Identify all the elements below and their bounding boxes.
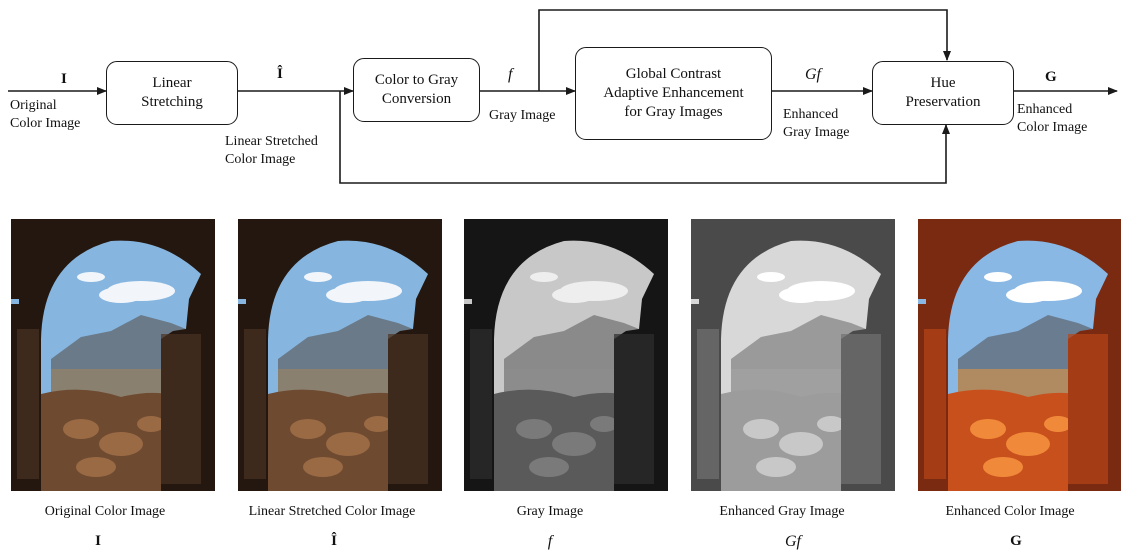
- caption-gray: Gray Image: [516, 504, 584, 519]
- arch-photo: [918, 219, 1121, 491]
- output-label-line: Enhanced: [1017, 102, 1073, 117]
- block-text: Global Contrast: [625, 66, 722, 82]
- output-label: Enhanced Color Image: [1017, 101, 1087, 137]
- output-symbol: G: [1045, 69, 1057, 85]
- example-image-original: [11, 219, 215, 491]
- symbol-gray: f: [547, 533, 553, 550]
- example-image-enhanced-gray: [691, 219, 895, 491]
- input-label: Original Color Image: [10, 97, 80, 133]
- enhanced-gray-label: Enhanced Gray Image: [783, 106, 849, 142]
- enhanced-gray-label-line: Gray Image: [783, 125, 850, 140]
- example-image-enhanced-color: [918, 219, 1121, 491]
- flow-diagram: Linear Stretching Color to Gray Conversi…: [0, 0, 1121, 200]
- block-text: Hue: [930, 75, 956, 91]
- gray-label: Gray Image: [489, 108, 556, 123]
- block-text: Linear: [152, 75, 192, 91]
- caption-stretched: Linear Stretched Color Image: [248, 504, 416, 519]
- example-image-stretched: [238, 219, 442, 491]
- arch-photo: [11, 219, 215, 491]
- example-image-gray: [464, 219, 668, 491]
- input-label-line: Color Image: [10, 116, 81, 131]
- block-text: Adaptive Enhancement: [603, 85, 744, 101]
- hue-preservation-block: Hue Preservation: [872, 61, 1014, 125]
- enhanced-gray-symbol: Gf: [805, 66, 821, 84]
- symbol-stretched: Î: [331, 533, 337, 549]
- caption-original: Original Color Image: [44, 504, 166, 519]
- stretched-symbol: Î: [277, 66, 283, 82]
- color-to-gray-block: Color to Gray Conversion: [353, 58, 480, 122]
- arrow-gray-feedforward: [538, 9, 951, 91]
- block-text: Stretching: [141, 94, 203, 110]
- caption-enhanced-color: Enhanced Color Image: [945, 504, 1075, 519]
- arch-photo: [691, 219, 895, 491]
- arch-photo: [238, 219, 442, 491]
- block-text: Conversion: [381, 91, 452, 107]
- stretched-label-line: Color Image: [225, 152, 296, 167]
- linear-stretching-block: Linear Stretching: [106, 61, 238, 125]
- block-text: Preservation: [905, 94, 981, 110]
- arrow-stretched-feedforward: [339, 91, 950, 184]
- output-label-line: Color Image: [1017, 120, 1088, 135]
- symbol-original: I: [95, 533, 101, 549]
- global-contrast-block: Global Contrast Adaptive Enhancement for…: [575, 47, 772, 140]
- enhanced-gray-label-line: Enhanced: [783, 107, 839, 122]
- block-text: Color to Gray: [374, 72, 459, 88]
- input-label-line: Original: [10, 98, 57, 113]
- connector-lines: [8, 9, 1118, 184]
- symbol-enhanced-gray: Gf: [785, 533, 801, 550]
- block-text: for Gray Images: [624, 104, 723, 120]
- enhanced-gray-symbol-text: Gf: [805, 66, 821, 83]
- gray-symbol: f: [508, 66, 513, 83]
- symbol-enhanced-color: G: [1010, 533, 1022, 549]
- arch-photo: [464, 219, 668, 491]
- caption-enhanced-gray: Enhanced Gray Image: [719, 504, 845, 519]
- stretched-label: Linear Stretched Color Image: [225, 133, 318, 169]
- stretched-label-line: Linear Stretched: [225, 134, 318, 149]
- input-symbol: I: [61, 71, 67, 87]
